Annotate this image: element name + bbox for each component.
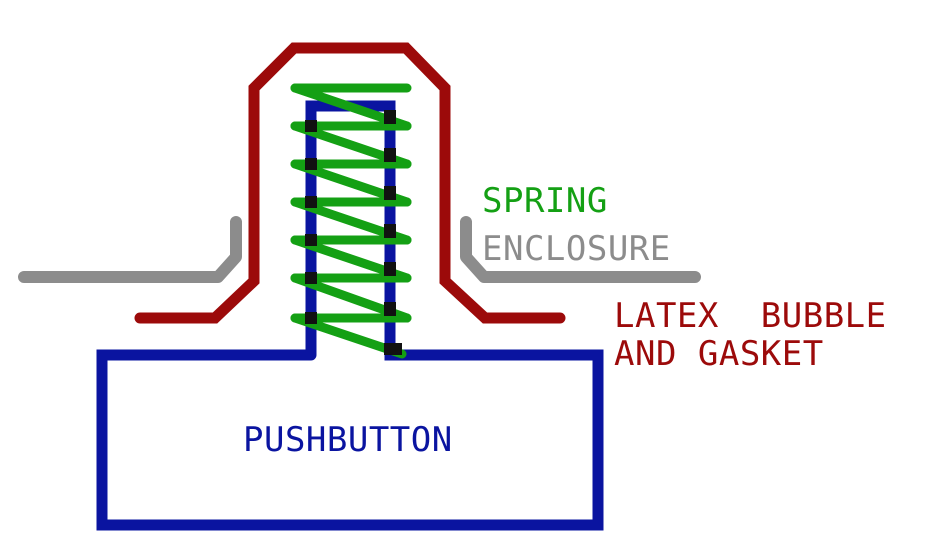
- enclosure-left-edge: [18, 216, 242, 283]
- enclosure-right-edge: [460, 216, 701, 283]
- enclosure-shape: [18, 216, 701, 283]
- pushbutton-label: PUSHBUTTON: [243, 420, 453, 460]
- enclosure-label: ENCLOSURE: [482, 229, 671, 269]
- latex-bubble-gasket: [134, 42, 566, 324]
- gasket-label: AND GASKET: [614, 334, 824, 374]
- spring-label: SPRING: [482, 181, 608, 221]
- latex-bubble-label: LATEX BUBBLE: [614, 296, 887, 336]
- overlap-marks: [305, 110, 402, 355]
